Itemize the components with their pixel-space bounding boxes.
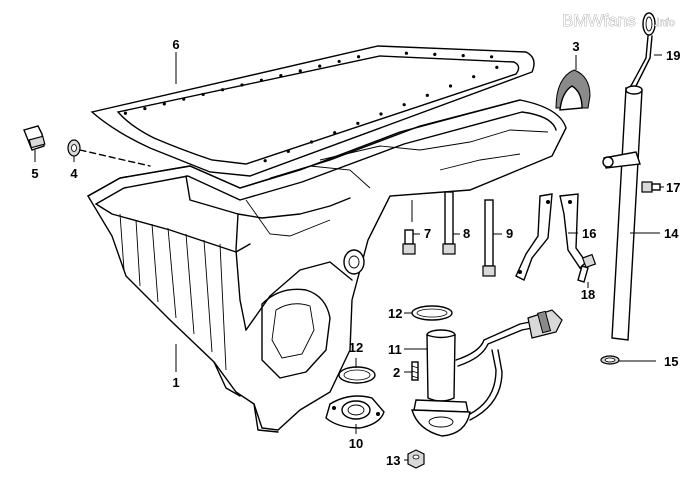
bolt-7 (402, 229, 416, 255)
callout-17: 17 (666, 180, 680, 195)
callout-5: 5 (31, 166, 38, 181)
gasket-bolt-hole (495, 65, 499, 69)
gasket-bolt-hole (379, 112, 383, 116)
stud (411, 361, 419, 381)
gasket-bolt-hole (286, 149, 290, 153)
gasket-bolt-hole (143, 106, 147, 111)
o-ring-upper (411, 305, 453, 321)
sealing-ring (67, 139, 81, 157)
watermark: BMWfans .info (562, 11, 675, 31)
gasket-bolt-hole (259, 78, 264, 82)
callout-12-upper: 12 (388, 306, 402, 321)
callout-10: 10 (349, 436, 363, 451)
gasket-bolt-hole (162, 102, 166, 106)
gasket-bolt-hole (123, 111, 128, 115)
callout-1: 1 (172, 375, 179, 390)
gasket-bolt-hole (490, 55, 494, 59)
o-ring-lower (338, 366, 376, 384)
callout-9: 9 (506, 226, 513, 241)
callout-lines (34, 52, 664, 461)
bolt-8 (442, 191, 456, 255)
callout-4: 4 (70, 166, 78, 181)
gasket-bolt-hole (433, 52, 437, 57)
gasket-bolt-hole (182, 97, 186, 101)
gasket-bolt-hole (263, 159, 267, 163)
gasket-bolt-hole (356, 121, 360, 125)
callout-8: 8 (463, 226, 470, 241)
callout-18: 18 (581, 287, 595, 302)
callout-19: 19 (666, 48, 680, 63)
callout-11: 11 (388, 342, 402, 357)
callout-2: 2 (393, 365, 400, 380)
callout-3: 3 (572, 39, 579, 54)
gasket-bolt-hole (461, 54, 465, 58)
watermark-suffix: .info (654, 17, 675, 29)
bolt-18 (577, 253, 597, 283)
flange-plate (325, 395, 385, 429)
gasket-bolt-hole (448, 84, 453, 88)
gasket-bolt-hole (404, 51, 408, 55)
guide-tube (602, 85, 643, 341)
gasket-bolt-hole (279, 73, 283, 78)
callout-6: 6 (172, 37, 179, 52)
gasket-bolt-hole (220, 88, 225, 92)
gasket-bolt-hole (333, 131, 337, 135)
callout-16: 16 (582, 226, 596, 241)
drain-plug (23, 125, 46, 151)
callout-13: 13 (386, 453, 400, 468)
oil-pan (87, 99, 567, 433)
rubber-cap (555, 69, 591, 111)
gasket-bolt-hole (472, 75, 476, 79)
gasket-bolt-hole (337, 59, 341, 64)
gasket-bolt-hole (318, 64, 322, 68)
oil-level-sensor (411, 309, 563, 437)
gasket-bolt-hole (425, 93, 429, 97)
gasket-bolt-hole (356, 55, 361, 59)
callout-14: 14 (664, 226, 679, 241)
gasket-bolt-hole (240, 83, 244, 87)
oil-pan-gasket (90, 45, 535, 177)
callout-labels: 6 1 3 4 5 7 8 9 10 12 12 11 2 13 14 15 1… (31, 37, 680, 468)
gasket-bolt-hole (298, 69, 302, 73)
gasket-bolt-hole (201, 92, 205, 97)
gasket-bolt-hole (402, 103, 406, 107)
callout-12-lower: 12 (349, 340, 363, 355)
bracket (515, 193, 587, 281)
gasket-bolt-hole (309, 140, 314, 144)
callout-15: 15 (664, 354, 678, 369)
bolt-9 (482, 199, 496, 277)
callout-7: 7 (424, 226, 431, 241)
watermark-brand: BMWfans (562, 11, 636, 30)
hex-bolt (641, 181, 661, 193)
o-ring (600, 355, 620, 365)
hex-nut (407, 449, 425, 469)
